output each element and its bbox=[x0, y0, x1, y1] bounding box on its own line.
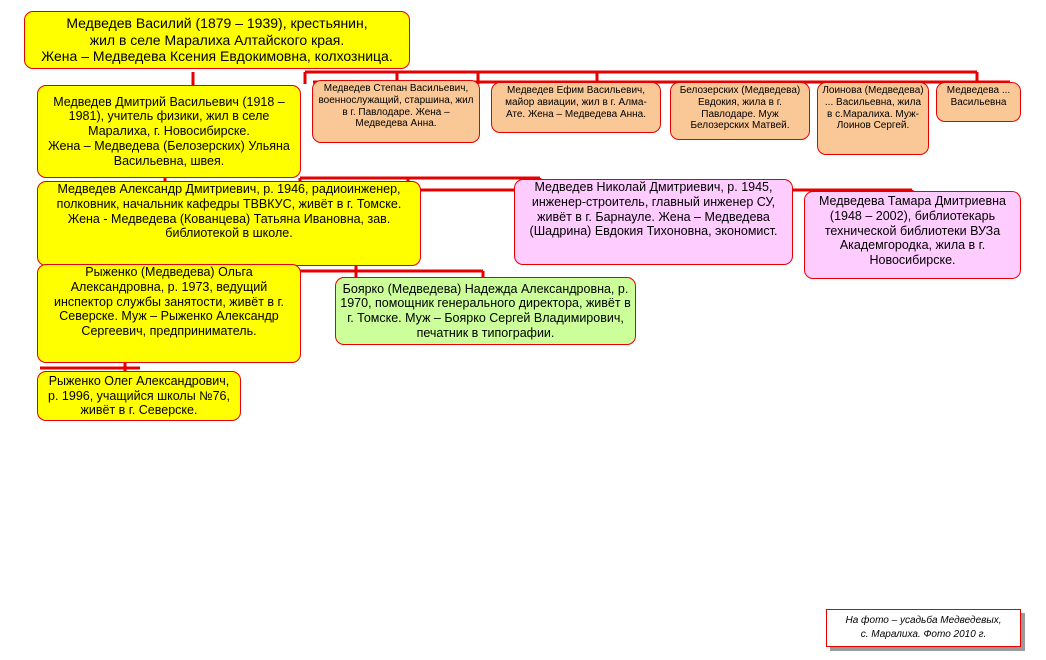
medvedeva-v-card: Медведева ... Васильевна bbox=[936, 82, 1021, 122]
oleg-card: Рыженко Олег Александрович, р. 1996, уча… bbox=[37, 371, 241, 421]
dmitry-text: Медведев Дмитрий Васильевич (1918 – 1981… bbox=[48, 94, 290, 168]
oleg-text: Рыженко Олег Александрович, р. 1996, уча… bbox=[48, 373, 230, 418]
olga-card: Рыженко (Медведева) Ольга Александровна,… bbox=[37, 264, 301, 363]
nadezhda-card: Боярко (Медведева) Надежда Александровна… bbox=[335, 277, 636, 345]
alexander-text: Медведев Александр Дмитриевич, р. 1946, … bbox=[56, 182, 402, 241]
stepan-card: Медведев Степан Васильевич, военнослужащ… bbox=[312, 80, 480, 143]
belozerskih-card: Белозерских (Медведева) Евдокия, жила в … bbox=[670, 82, 810, 140]
caption-line-2: с. Маралиха. Фото 2010 г. bbox=[860, 628, 987, 640]
olga-text: Рыженко (Медведева) Ольга Александровна,… bbox=[53, 265, 285, 338]
tamara-text: Медведева Тамара Дмитриевна (1948 – 2002… bbox=[819, 194, 1006, 267]
efim-text: Медведев Ефим Васильевич, майор авиации,… bbox=[505, 85, 647, 120]
tamara-card: Медведева Тамара Дмитриевна (1948 – 2002… bbox=[804, 191, 1021, 279]
nikolai-text: Медведев Николай Дмитриевич, р. 1945, ин… bbox=[529, 180, 778, 239]
nikolai-card: Медведев Николай Дмитриевич, р. 1945, ин… bbox=[514, 179, 793, 265]
nadezhda-text: Боярко (Медведева) Надежда Александровна… bbox=[340, 281, 631, 340]
efim-card: Медведев Ефим Васильевич, майор авиации,… bbox=[491, 82, 661, 133]
alexander-card: Медведев Александр Дмитриевич, р. 1946, … bbox=[37, 181, 421, 266]
belozerskih-text: Белозерских (Медведева) Евдокия, жила в … bbox=[679, 85, 801, 132]
root-person-card: Медведев Василий (1879 – 1939), крестьян… bbox=[24, 11, 410, 69]
loinova-text: Лоинова (Медведева) ... Васильевна, жила… bbox=[822, 85, 924, 132]
photo-caption: На фото – усадьба Медведевых, с. Маралих… bbox=[826, 609, 1021, 647]
root-person-text: Медведев Василий (1879 – 1939), крестьян… bbox=[41, 15, 393, 65]
dmitry-card: Медведев Дмитрий Васильевич (1918 – 1981… bbox=[37, 85, 301, 178]
caption-line-1: На фото – усадьба Медведевых, bbox=[845, 615, 1002, 626]
loinova-card: Лоинова (Медведева) ... Васильевна, жила… bbox=[817, 82, 929, 155]
medvedeva-v-text: Медведева ... Васильевна bbox=[946, 85, 1011, 108]
stepan-text: Медведев Степан Васильевич, военнослужащ… bbox=[318, 83, 474, 130]
